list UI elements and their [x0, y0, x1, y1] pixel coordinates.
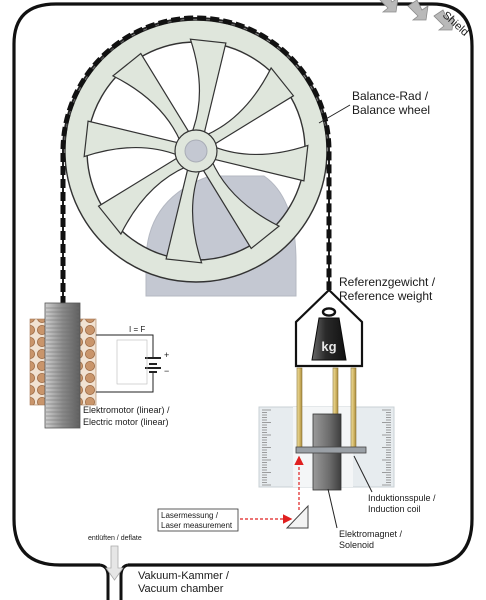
- coil-label-de: Induktionsspule /: [368, 493, 436, 503]
- wheel-spoke: [165, 166, 203, 264]
- balance-wheel-pointer: [318, 104, 351, 124]
- balance-wheel: [64, 19, 328, 283]
- induction-coil: [295, 446, 367, 454]
- vacuum-chamber-label-en: Vacuum chamber: [138, 583, 224, 595]
- laser-label-de: Lasermessung /: [161, 511, 219, 520]
- deflate-arrow-icon: [105, 545, 124, 581]
- wheel-spoke: [211, 144, 309, 182]
- balance-wheel-label-en: Balance wheel: [352, 103, 430, 117]
- deflate-label: entlüften / deflate: [88, 535, 142, 542]
- motor-label-en: Electric motor (linear): [83, 417, 169, 427]
- reference-weight-label-de: Referenzgewicht /: [339, 275, 436, 289]
- laser-beam: [240, 455, 304, 524]
- shield-arrow-icon: [379, 0, 455, 31]
- vacuum-chamber-outline: [12, 2, 474, 567]
- laser-label-box: [157, 508, 239, 532]
- motor-label-de: Elektromotor (linear) /: [83, 405, 170, 415]
- wheel-spoke: [204, 66, 295, 146]
- circuit-plus: +: [164, 350, 169, 360]
- reference-weight-label-en: Reference weight: [339, 289, 433, 303]
- coil-label-en: Induction coil: [368, 504, 421, 514]
- balance-band: [60, 15, 332, 305]
- magnet-label-de: Elektromagnet /: [339, 529, 403, 539]
- weight-mark: kg: [321, 339, 336, 354]
- circuit-formula: I = F: [129, 325, 145, 334]
- circuit-minus: −: [164, 366, 169, 376]
- vacuum-chamber-label-de: Vakuum-Kammer /: [138, 570, 230, 582]
- wheel-spoke: [97, 156, 188, 236]
- motor-circuit: [96, 334, 161, 393]
- magnet-pointer: [327, 488, 338, 529]
- wheel-axle: [184, 139, 208, 163]
- wheel-spoke: [83, 120, 181, 158]
- magnet-label-en: Solenoid: [339, 540, 374, 550]
- balance-wheel-label-de: Balance-Rad /: [352, 89, 429, 103]
- coil-pointer: [353, 455, 373, 493]
- wheel-spoke: [201, 159, 281, 250]
- wheel-spoke: [111, 52, 191, 143]
- laser-prism-icon: [285, 504, 309, 529]
- kilogram-weight-icon: [311, 307, 347, 361]
- wheel-spoke: [189, 38, 227, 136]
- laser-label-en: Laser measurement: [161, 521, 233, 530]
- linear-motor: [29, 302, 97, 429]
